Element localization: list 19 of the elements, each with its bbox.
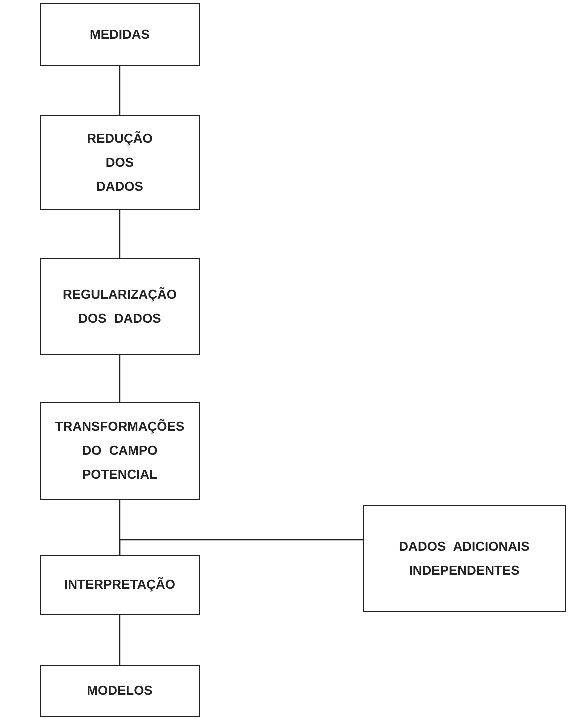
process-box (40, 3, 200, 66)
connector-line (119, 539, 363, 555)
process-box (40, 555, 200, 615)
box-label: REDUÇÃO DOS DADOS (86, 130, 154, 196)
box-label: INTERPRETAÇÃO (64, 576, 176, 594)
box-label: DADOS ADICIONAIS INDEPENDENTES (398, 538, 531, 580)
box-label: REGULARIZAÇÃO DOS DADOS (62, 286, 178, 328)
box-label: TRANSFORMAÇÕES DO CAMPO POTENCIAL (54, 418, 186, 484)
process-box (40, 258, 200, 355)
connector-line (119, 615, 121, 665)
process-box (40, 402, 200, 500)
box-label: MODELOS (87, 682, 153, 700)
process-box (40, 665, 200, 717)
connector-line (119, 355, 121, 402)
process-box (40, 115, 200, 210)
connector-line (119, 66, 121, 115)
connector-line (119, 210, 121, 258)
box-label: MEDIDAS (90, 26, 150, 44)
process-box (363, 505, 566, 612)
